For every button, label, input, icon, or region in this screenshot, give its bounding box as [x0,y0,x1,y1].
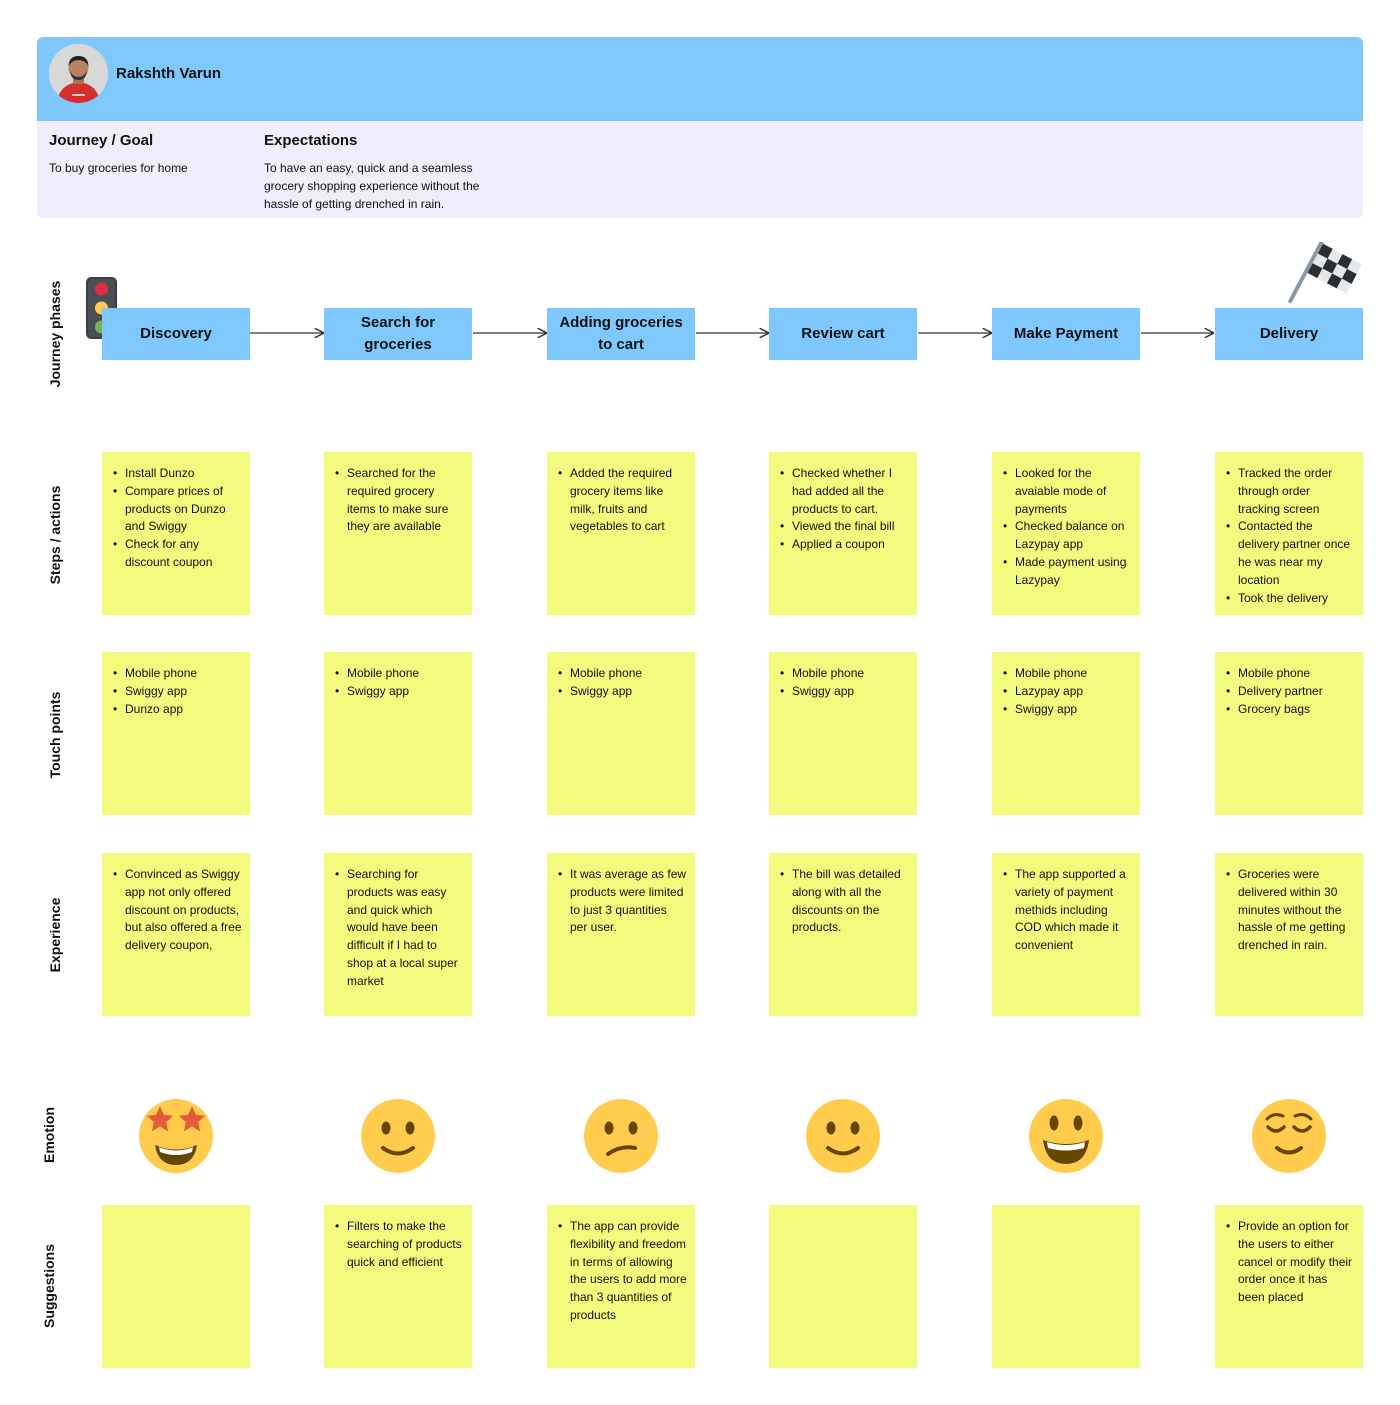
avatar [49,44,108,103]
phase-discovery: Discovery [102,308,250,360]
list-item: The app can provide flexibility and free… [555,1218,687,1325]
steps-card: Looked for the avaiable mode of payments… [992,452,1140,615]
list-item: Provide an option for the users to eithe… [1223,1218,1355,1307]
relieved-emoji [1252,1099,1326,1173]
list-item: It was average as few products were limi… [555,866,687,937]
checkered-flag-icon [1288,242,1362,304]
row-label-touch-points: Touch points [47,691,63,779]
list-item: The bill was detailed along with all the… [777,866,909,937]
touchpoints-card: Mobile phone Swiggy app [769,652,917,815]
phase-adding-groceries-to-cart: Adding groceries to cart [547,308,695,360]
phase-search-for-groceries: Search for groceries [324,308,472,360]
list-item: Filters to make the searching of product… [332,1218,464,1271]
phase-connectors [250,0,1400,400]
phase-delivery: Delivery [1215,308,1363,360]
list-item: Searching for products was easy and quic… [332,866,464,991]
slightly-smiling-emoji [806,1099,880,1173]
list-item: The app supported a variety of payment m… [1000,866,1132,955]
slightly-smiling-emoji [361,1099,435,1173]
list-item: Tracked the order through order tracking… [1223,465,1355,518]
list-item: Swiggy app [1000,701,1132,719]
touchpoints-card: Mobile phone Swiggy app Dunzo app [102,652,250,815]
list-item: Viewed the final bill [777,518,909,536]
experience-card: The bill was detailed along with all the… [769,853,917,1016]
experience-card: Groceries were delivered within 30 minut… [1215,853,1363,1016]
suggestions-card [102,1205,250,1368]
experience-card: Convinced as Swiggy app not only offered… [102,853,250,1016]
list-item: Groceries were delivered within 30 minut… [1223,866,1355,955]
list-item: Compare prices of products on Dunzo and … [110,483,242,536]
list-item: Checked balance on Lazypay app [1000,518,1132,554]
list-item: Mobile phone [777,665,909,683]
persona-name: Rakshth Varun [116,65,222,82]
list-item: Looked for the avaiable mode of payments [1000,465,1132,518]
list-item: Lazypay app [1000,683,1132,701]
expectations-text: To have an easy, quick and a seamless gr… [264,161,480,211]
touchpoints-card: Mobile phone Lazypay app Swiggy app [992,652,1140,815]
touchpoints-card: Mobile phone Swiggy app [324,652,472,815]
list-item: Mobile phone [1000,665,1132,683]
suggestions-card: The app can provide flexibility and free… [547,1205,695,1368]
suggestions-card: Filters to make the searching of product… [324,1205,472,1368]
list-item: Applied a coupon [777,536,909,554]
steps-card: Install Dunzo Compare prices of products… [102,452,250,615]
touchpoints-card: Mobile phone Swiggy app [547,652,695,815]
experience-card: The app supported a variety of payment m… [992,853,1140,1016]
journey-goal-title: Journey / Goal [49,132,154,149]
row-label-emotion: Emotion [41,1107,57,1163]
list-item: Swiggy app [777,683,909,701]
phase-review-cart: Review cart [769,308,917,360]
list-item: Swiggy app [555,683,687,701]
list-item: Checked whether I had added all the prod… [777,465,909,518]
steps-card: Searched for the required grocery items … [324,452,472,615]
list-item: Made payment using Lazypay [1000,554,1132,590]
steps-card: Tracked the order through order tracking… [1215,452,1363,615]
steps-card: Checked whether I had added all the prod… [769,452,917,615]
journey-goal-text: To buy groceries for home [49,161,188,175]
list-item: Mobile phone [110,665,242,683]
grinning-emoji [1029,1099,1103,1173]
list-item: Mobile phone [332,665,464,683]
list-item: Added the required grocery items like mi… [555,465,687,536]
steps-card: Added the required grocery items like mi… [547,452,695,615]
list-item: Dunzo app [110,701,242,719]
list-item: Delivery partner [1223,683,1355,701]
persona-header: Rakshth Varun [37,37,1363,121]
list-item: Check for any discount coupon [110,536,242,572]
list-item: Swiggy app [110,683,242,701]
star-struck-emoji [139,1099,213,1173]
row-label-experience: Experience [47,897,63,973]
expectations-title: Expectations [264,132,358,149]
suggestions-card [992,1205,1140,1368]
phase-make-payment: Make Payment [992,308,1140,360]
row-label-steps-actions: Steps / actions [47,485,63,585]
list-item: Mobile phone [1223,665,1355,683]
experience-card: Searching for products was easy and quic… [324,853,472,1016]
list-item: Searched for the required grocery items … [332,465,464,536]
row-label-suggestions: Suggestions [41,1243,57,1329]
list-item: Grocery bags [1223,701,1355,719]
touchpoints-card: Mobile phone Delivery partner Grocery ba… [1215,652,1363,815]
list-item: Swiggy app [332,683,464,701]
persona-card: Rakshth Varun Journey / Goal To buy groc… [37,37,1363,218]
list-item: Convinced as Swiggy app not only offered… [110,866,242,955]
list-item: Mobile phone [555,665,687,683]
list-item: Contacted the delivery partner once he w… [1223,518,1355,589]
list-item: Took the delivery [1223,590,1355,608]
suggestions-card [769,1205,917,1368]
suggestions-card: Provide an option for the users to eithe… [1215,1205,1363,1368]
experience-card: It was average as few products were limi… [547,853,695,1016]
list-item: Install Dunzo [110,465,242,483]
confused-emoji [584,1099,658,1173]
